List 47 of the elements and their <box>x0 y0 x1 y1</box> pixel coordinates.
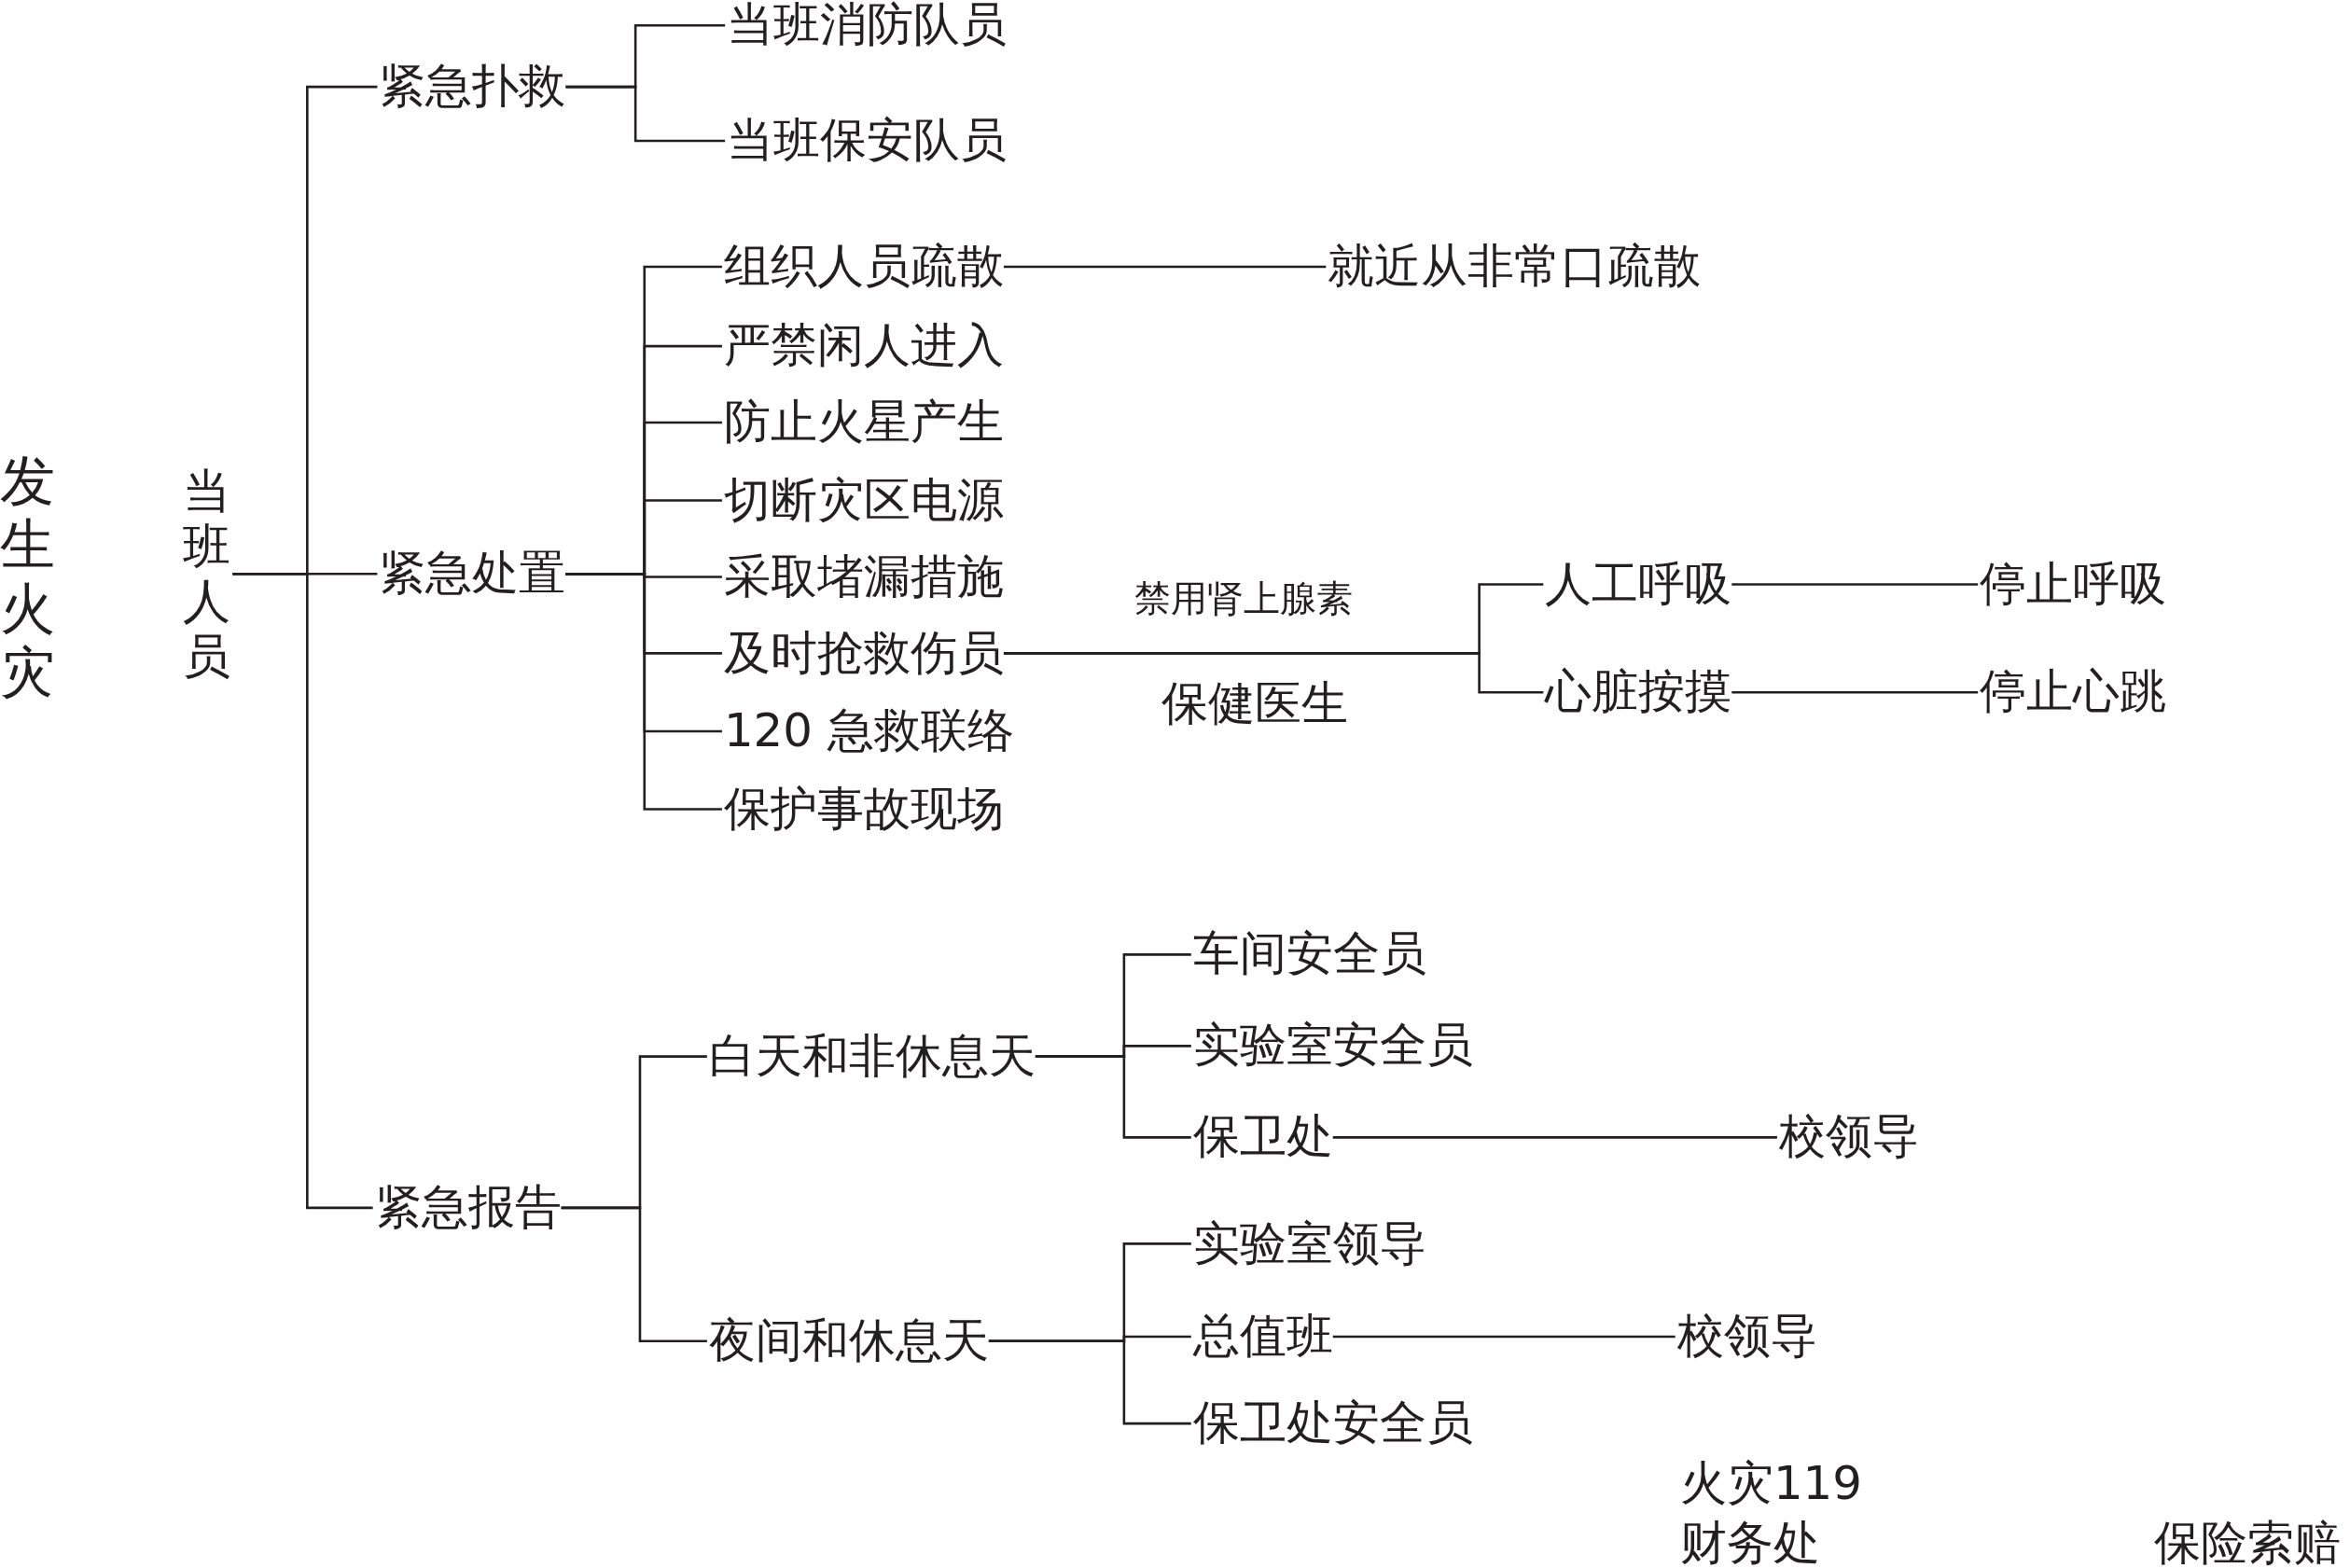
tree-label: 停止心跳 <box>1980 664 2167 721</box>
connector-line <box>565 573 722 811</box>
vertical-label: 当班人员 <box>183 464 231 685</box>
tree-label: 组织人员疏散 <box>723 239 1004 295</box>
tree-label: 紧急扑救 <box>379 59 566 116</box>
connector-line <box>1332 1136 1777 1139</box>
note-text: 禁用肾上腺素 <box>1134 577 1354 621</box>
connector-line <box>988 1339 1191 1425</box>
connector-line <box>1731 583 1979 586</box>
connector-line <box>1731 690 1979 694</box>
tree-label: 保卫处 <box>1192 1109 1333 1166</box>
tree-label: 车间安全员 <box>1192 926 1426 983</box>
tree-label: 当班保安队员 <box>727 113 1008 169</box>
connector-line <box>1003 652 1544 694</box>
connector-line <box>1332 1335 1676 1339</box>
connector-line <box>565 85 726 143</box>
tree-label: 紧急报告 <box>374 1179 562 1236</box>
vertical-label: 发生火灾 <box>0 449 56 705</box>
tree-label: 校领导 <box>1778 1109 1919 1166</box>
tree-label: 人工呼吸 <box>1545 556 1732 613</box>
tree-label: 防止火星产生 <box>723 395 1004 451</box>
note-text: 保险索赔 <box>2153 1515 2341 1568</box>
tree-label: 心脏按摸 <box>1545 664 1732 721</box>
tree-label: 保卫处安全员 <box>1192 1395 1473 1452</box>
connector-line <box>561 1206 707 1343</box>
tree-label: 实验室领导 <box>1192 1215 1426 1272</box>
connector-line <box>232 573 373 1210</box>
tree-label: 夜间和休息天 <box>708 1312 989 1369</box>
tree-label: 切断灾区电源 <box>723 472 1004 529</box>
tree-label: 白天和非休息天 <box>708 1028 1036 1085</box>
tree-label: 当班消防队员 <box>727 0 1008 54</box>
tree-label: 严禁闲人进入 <box>723 318 1004 374</box>
tree-label: 紧急处置 <box>379 546 566 603</box>
note-text: 财务处 <box>1679 1515 1820 1568</box>
connector-line <box>1035 1055 1191 1139</box>
tree-label: 采取堵漏措施 <box>723 548 1004 605</box>
tree-label: 保护事故现场 <box>723 781 1004 838</box>
tree-label: 及时抢救伤员 <box>723 625 1004 682</box>
note-text: 保健医生 <box>1161 676 1349 732</box>
note-text: 火灾119 <box>1679 1455 1862 1512</box>
tree-label: 停止呼吸 <box>1980 556 2167 613</box>
tree-label: 120 急救联络 <box>723 703 1014 759</box>
tree-label: 校领导 <box>1676 1309 1817 1365</box>
tree-label: 实验室安全员 <box>1192 1018 1473 1075</box>
tree-label: 总值班 <box>1192 1309 1333 1365</box>
connector-line <box>1003 265 1327 269</box>
tree-label: 就近从非常口疏散 <box>1328 239 1702 295</box>
